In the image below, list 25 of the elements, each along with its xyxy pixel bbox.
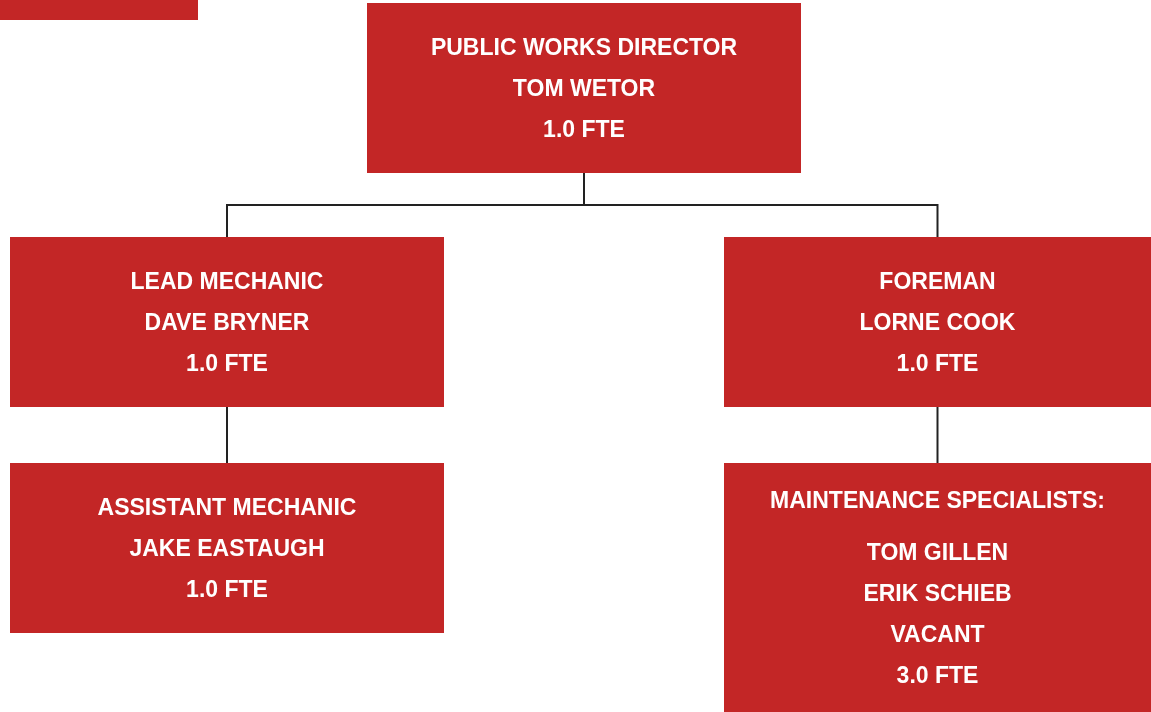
position-detail: VACANT (890, 619, 985, 649)
position-detail: 1.0 FTE (896, 348, 979, 378)
position-detail: 1.0 FTE (186, 348, 268, 378)
position-box (10, 237, 444, 407)
position-detail: LORNE COOK (859, 307, 1016, 337)
position-box (724, 237, 1151, 407)
position-detail: 1.0 FTE (543, 114, 625, 144)
position-detail: 1.0 FTE (186, 574, 268, 604)
position-detail: 3.0 FTE (896, 660, 979, 690)
position-box (367, 3, 801, 173)
position-box (10, 463, 444, 633)
position-detail: DAVE BRYNER (144, 307, 310, 337)
connector-line (936, 406, 939, 464)
position-title: PUBLIC WORKS DIRECTOR (430, 32, 738, 62)
title-banner (0, 0, 198, 20)
position-title: ASSISTANT MECHANIC (97, 492, 357, 522)
position-title: FOREMAN (879, 266, 996, 296)
position-title: LEAD MECHANIC (130, 266, 324, 296)
connector-line (226, 406, 228, 464)
position-detail: TOM WETOR (512, 73, 656, 103)
position-title: MAINTENANCE SPECIALISTS: (770, 485, 1105, 515)
position-detail: JAKE EASTAUGH (129, 533, 325, 563)
position-detail: ERIK SCHIEB (863, 578, 1012, 608)
position-detail: TOM GILLEN (866, 537, 1009, 567)
position-box (724, 463, 1151, 712)
